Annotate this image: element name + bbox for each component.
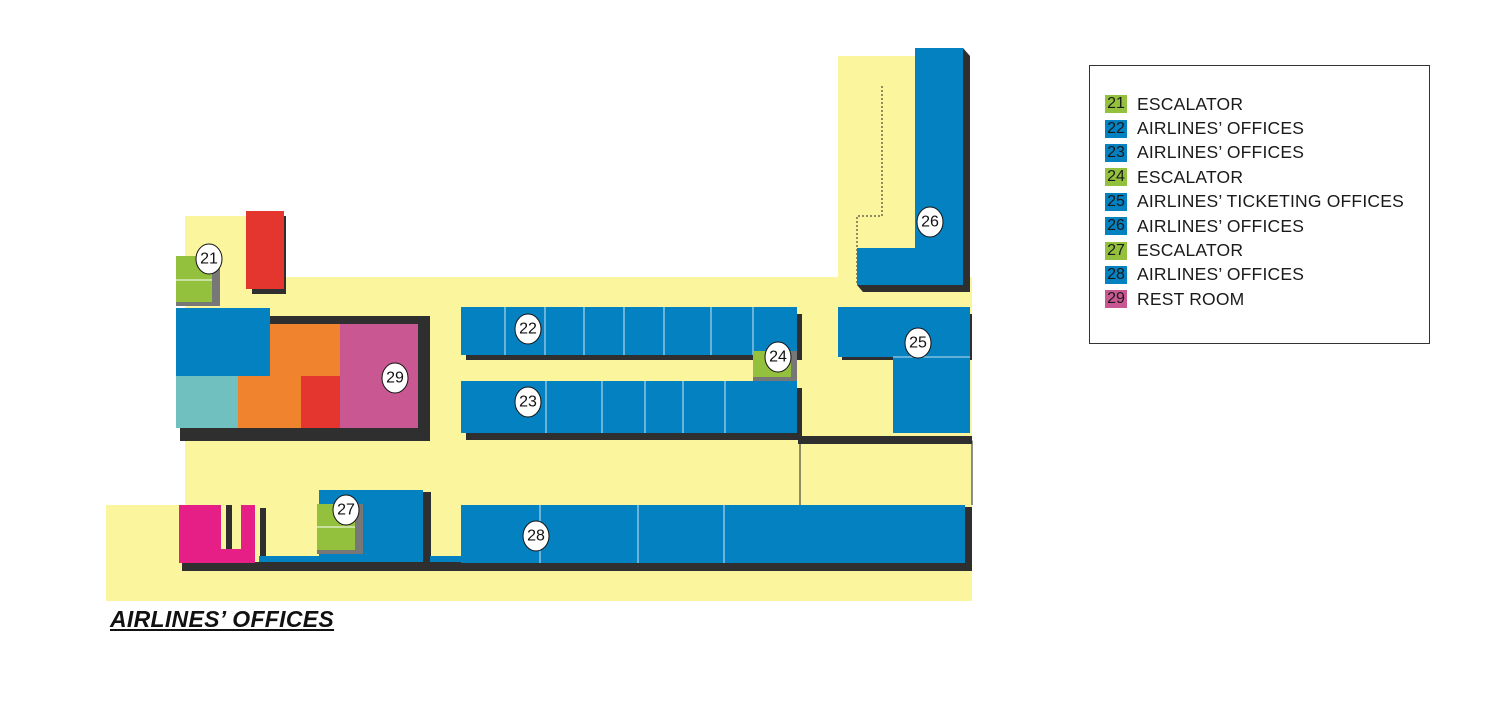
unit-labels: 21 22 23 24 25 26 27 28 29 [195, 206, 944, 552]
legend-swatch: 24 [1105, 168, 1127, 187]
legend-label: REST ROOM [1137, 288, 1245, 309]
unit-28-label: 28 [527, 528, 545, 545]
legend-swatch: 26 [1105, 217, 1127, 236]
unit-21-badge[interactable]: 21 [195, 243, 223, 275]
legend-label: ESCALATOR [1137, 240, 1244, 261]
unit-22-badge[interactable]: 22 [514, 313, 542, 345]
unit-22-label: 22 [519, 321, 537, 338]
legend-item: 26 AIRLINES’ OFFICES [1105, 214, 1404, 238]
unit-21-label: 21 [200, 251, 218, 268]
red-block [301, 376, 340, 428]
legend-item: 29 REST ROOM [1105, 287, 1404, 311]
legend-item: 25 AIRLINES’ TICKETING OFFICES [1105, 190, 1404, 214]
unit-26-label: 26 [921, 214, 939, 231]
unit-27-badge[interactable]: 27 [332, 494, 360, 526]
legend-swatch: 22 [1105, 119, 1127, 138]
unit-26-badge[interactable]: 26 [916, 206, 944, 238]
map-title: AIRLINES’ OFFICES [110, 606, 335, 632]
office-block-left[interactable] [176, 308, 270, 376]
legend-label: AIRLINES’ OFFICES [1137, 264, 1305, 285]
legend-label: AIRLINES’ OFFICES [1137, 118, 1305, 139]
corridor-strip-left [259, 556, 331, 562]
legend-label: ESCALATOR [1137, 93, 1244, 114]
legend-item: 22 AIRLINES’ OFFICES [1105, 116, 1404, 140]
legend-label: ESCALATOR [1137, 166, 1244, 187]
unit-23-block[interactable] [461, 381, 797, 433]
legend-label: AIRLINES’ TICKETING OFFICES [1137, 191, 1404, 212]
legend-item: 27 ESCALATOR [1105, 238, 1404, 262]
legend-label: AIRLINES’ OFFICES [1137, 142, 1305, 163]
legend-item: 21 ESCALATOR [1105, 92, 1404, 116]
legend-item: 28 AIRLINES’ OFFICES [1105, 263, 1404, 287]
red-block-top [246, 211, 284, 289]
legend-label: AIRLINES’ OFFICES [1137, 215, 1305, 236]
left-cluster [176, 308, 418, 428]
legend-swatch: 25 [1105, 192, 1127, 211]
teal-block [176, 376, 238, 428]
unit-23-badge[interactable]: 23 [514, 386, 542, 418]
legend-swatch: 29 [1105, 290, 1127, 309]
legend-swatch: 27 [1105, 241, 1127, 260]
magenta-notch-inner [232, 505, 241, 549]
unit-27-block[interactable] [317, 504, 363, 554]
unit-25-block[interactable] [838, 307, 970, 433]
unit-22-block[interactable] [461, 307, 797, 355]
legend-item: 24 ESCALATOR [1105, 165, 1404, 189]
legend-swatch: 23 [1105, 143, 1127, 162]
unit-25-label: 25 [909, 335, 927, 352]
unit-29-badge[interactable]: 29 [381, 362, 409, 394]
unit-24-badge[interactable]: 24 [764, 341, 792, 373]
unit-28-badge[interactable]: 28 [522, 520, 550, 552]
unit-24-label: 24 [769, 349, 787, 366]
unit-29-label: 29 [386, 370, 404, 387]
legend-swatch: 21 [1105, 95, 1127, 114]
unit-27-label: 27 [337, 502, 355, 519]
unit-25-badge[interactable]: 25 [904, 327, 932, 359]
magenta-block [179, 505, 255, 563]
legend-swatch: 28 [1105, 265, 1127, 284]
corridor-strip-mid [430, 556, 462, 562]
legend-item: 23 AIRLINES’ OFFICES [1105, 141, 1404, 165]
unit-23-label: 23 [519, 394, 537, 411]
